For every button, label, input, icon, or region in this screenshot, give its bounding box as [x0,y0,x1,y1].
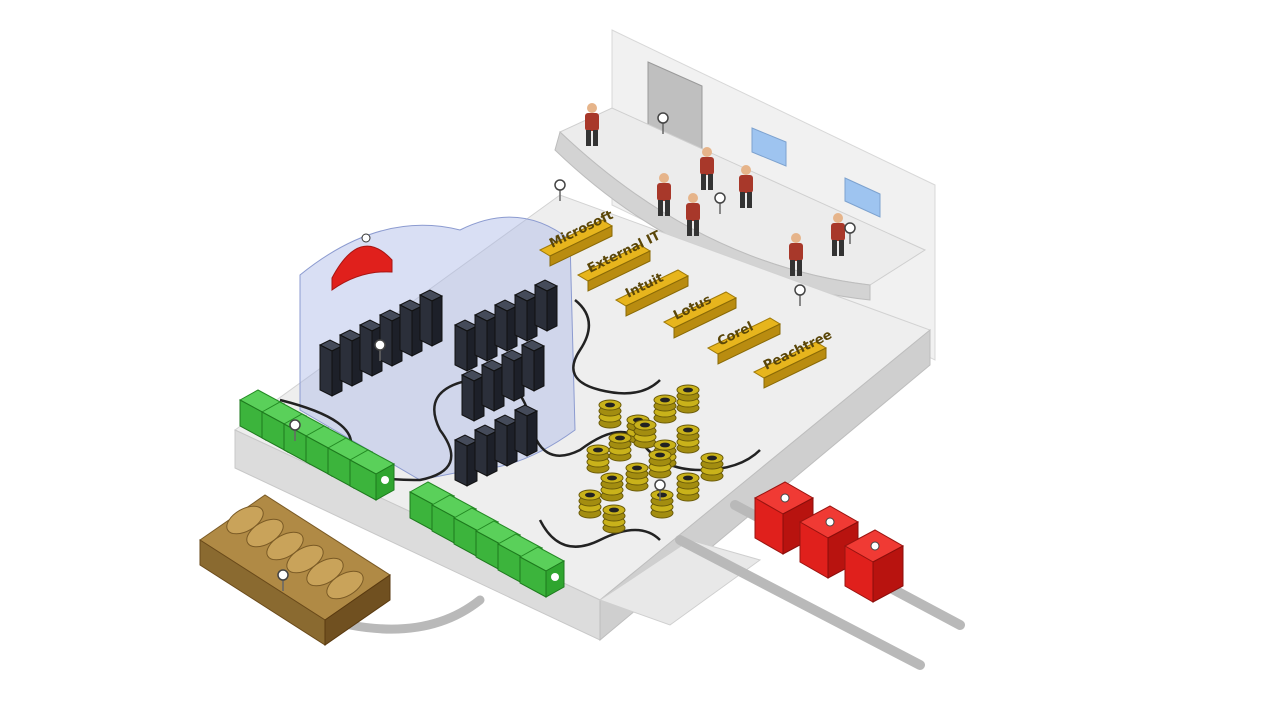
person-icon [789,233,803,276]
person-icon [657,173,671,216]
server-rack-icon [378,309,404,367]
coin-stack-icon [602,504,626,534]
pin-marker-icon [657,112,669,134]
wall-screen [844,177,881,218]
shield-dome-icon [331,233,393,291]
coin-stack-icon [625,462,649,492]
red-connector-icon [798,505,860,579]
pin-marker-icon [794,284,806,306]
person-icon [739,165,753,208]
coin-stack-icon [608,432,632,462]
coin-stack-icon [700,452,724,482]
office-staff [585,103,845,276]
pin-marker-icon [277,569,289,591]
server-rack-icon [418,289,444,347]
green-connector-icon [348,449,396,501]
coin-stacks [578,384,724,534]
green-connector-icon [518,546,566,598]
server-racks [318,279,559,487]
label-block-intuit: Intuit [614,269,690,317]
pin-marker-icon [289,419,301,441]
server-rack-icon [500,349,526,402]
person-icon [700,147,714,190]
coin-stack-icon [600,472,624,502]
server-rack-icon [453,434,479,487]
server-rack-icon [338,329,364,387]
pin-marker-icon [714,192,726,214]
wall-screen [751,127,787,167]
server-rack-icon [493,299,519,352]
server-rack-icon [453,319,479,372]
server-rack-icon [473,309,499,362]
coin-stack-icon [676,424,700,454]
coin-stack-icon [598,399,622,429]
server-rack-icon [460,369,486,422]
red-connector-icon [843,529,905,603]
pin-marker-icon [374,339,386,361]
server-rack-icon [513,289,539,342]
person-icon [585,103,599,146]
server-rack-icon [513,404,539,457]
pin-marker-icon [844,222,856,244]
person-icon [831,213,845,256]
server-rack-icon [533,279,559,332]
server-rack-icon [480,359,506,412]
server-rack-icon [318,339,344,397]
coin-stack-icon [653,394,677,424]
coin-stack-icon [648,449,672,479]
red-connectors [753,481,905,603]
coin-stack-icon [676,384,700,414]
coin-stack-icon [578,489,602,519]
server-rack-icon [398,299,424,357]
person-icon [686,193,700,236]
red-connector-icon [753,481,815,555]
pipe [345,595,485,634]
pin-marker-icon [654,479,666,501]
coin-stack-icon [676,472,700,502]
bronze-coupling-icon [199,494,391,646]
green-connectors-front [408,481,566,598]
pin-marker-icon [554,179,566,201]
server-rack-icon [520,339,546,392]
server-rack-icon [493,414,519,467]
coin-stack-icon [586,444,610,474]
pipe [675,535,925,670]
pin-markers [277,112,856,591]
coin-stack-icon [633,419,657,449]
coin-stack-icon [650,489,674,519]
label-block-corel: Corel [706,317,782,365]
server-rack-icon [473,424,499,477]
